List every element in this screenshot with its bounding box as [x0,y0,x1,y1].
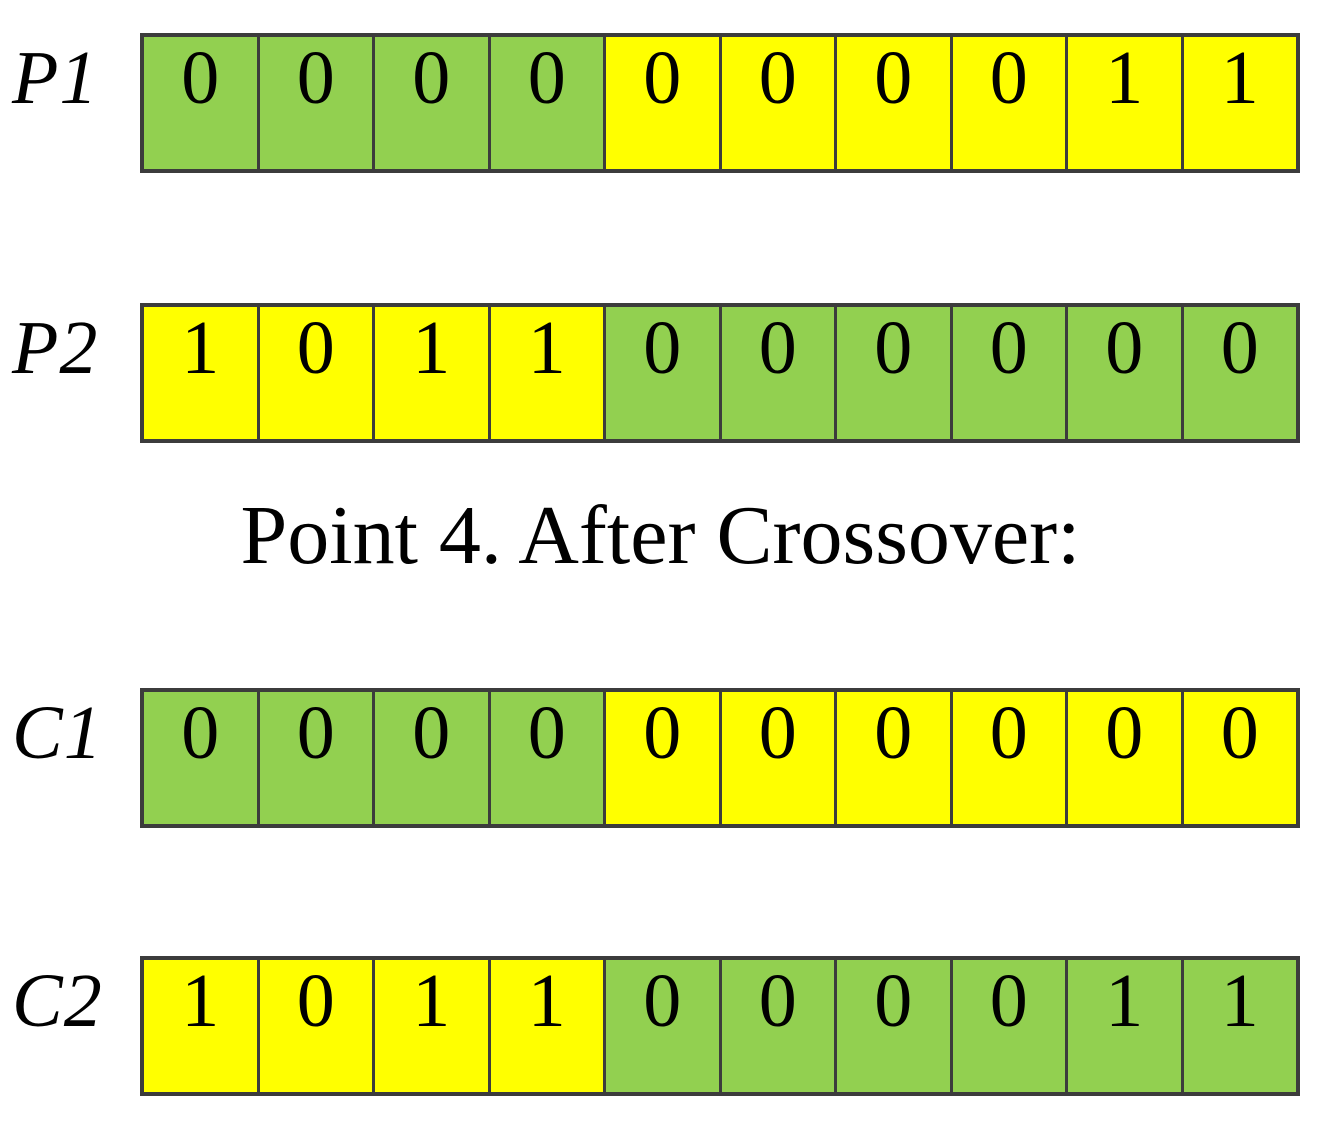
gene-cell: 0 [256,959,372,1092]
gene-cell: 1 [1180,36,1296,169]
gene-cell: 0 [949,36,1065,169]
gene-cell: 0 [144,692,257,824]
gene-cell: 0 [256,691,372,824]
gene-value: 0 [758,306,797,390]
gene-cell: 0 [603,692,719,824]
gene-value: 0 [296,691,335,775]
gene-value: 0 [181,691,220,775]
gene-cell: 0 [603,960,719,1092]
gene-value: 0 [181,36,220,120]
gene-value: 0 [412,691,451,775]
gene-value: 1 [412,306,451,390]
gene-value: 0 [874,306,913,390]
gene-cell: 0 [834,37,950,169]
gene-value: 1 [1220,959,1259,1043]
gene-cell: 0 [256,306,372,439]
chromosome-label: P1 [12,36,99,120]
gene-cell: 1 [144,307,257,439]
gene-value: 0 [874,691,913,775]
gene-cell: 0 [834,692,950,824]
gene-cell: 0 [256,36,372,169]
gene-cell: 1 [372,307,488,439]
gene-cell: 1 [1065,960,1181,1092]
gene-value: 0 [296,36,335,120]
gene-cell: 0 [144,37,257,169]
gene-value: 0 [412,36,451,120]
gene-value: 0 [1105,691,1144,775]
gene-value: 1 [412,959,451,1043]
gene-value: 0 [527,36,566,120]
gene-cell: 0 [1065,307,1181,439]
gene-value: 0 [296,306,335,390]
gene-value: 0 [758,36,797,120]
gene-value: 0 [643,691,682,775]
gene-cell: 0 [1065,692,1181,824]
gene-value: 1 [527,306,566,390]
gene-value: 0 [1105,306,1144,390]
gene-value: 0 [643,306,682,390]
chromosome-label: P2 [12,306,99,390]
gene-cell: 1 [144,960,257,1092]
gene-value: 0 [296,959,335,1043]
gene-value: 0 [989,691,1028,775]
gene-value: 0 [989,36,1028,120]
gene-value: 0 [989,959,1028,1043]
gene-value: 1 [1220,36,1259,120]
gene-cell: 0 [718,36,834,169]
gene-cell: 0 [603,37,719,169]
gene-value: 1 [1105,959,1144,1043]
gene-value: 0 [1220,306,1259,390]
gene-cell: 0 [949,959,1065,1092]
gene-cell: 0 [603,307,719,439]
gene-cell: 0 [834,960,950,1092]
gene-cell: 1 [1180,959,1296,1092]
gene-value: 0 [527,691,566,775]
gene-cell: 1 [372,960,488,1092]
gene-cell: 0 [949,691,1065,824]
crossover-caption: Point 4. After Crossover: [240,489,1081,582]
gene-cell: 1 [1065,37,1181,169]
gene-value: 0 [1220,691,1259,775]
gene-cell: 0 [718,959,834,1092]
gene-value: 0 [874,36,913,120]
gene-cell: 0 [718,306,834,439]
gene-value: 0 [643,959,682,1043]
gene-cell: 0 [718,691,834,824]
gene-cell: 0 [1180,691,1296,824]
gene-cell: 0 [1180,306,1296,439]
gene-value: 1 [527,959,566,1043]
chromosome-label: C2 [12,959,103,1043]
gene-value: 0 [643,36,682,120]
gene-cell: 0 [372,37,488,169]
gene-value: 0 [758,691,797,775]
gene-value: 0 [874,959,913,1043]
gene-value: 0 [989,306,1028,390]
gene-value: 1 [181,306,220,390]
gene-cell: 0 [487,691,603,824]
gene-cell: 1 [487,959,603,1092]
gene-cell: 1 [487,306,603,439]
gene-cell: 0 [487,36,603,169]
gene-cell: 0 [834,307,950,439]
gene-cell: 0 [949,306,1065,439]
gene-cell: 0 [372,692,488,824]
gene-value: 1 [1105,36,1144,120]
gene-value: 1 [181,959,220,1043]
chromosome-label: C1 [12,691,103,775]
gene-value: 0 [758,959,797,1043]
